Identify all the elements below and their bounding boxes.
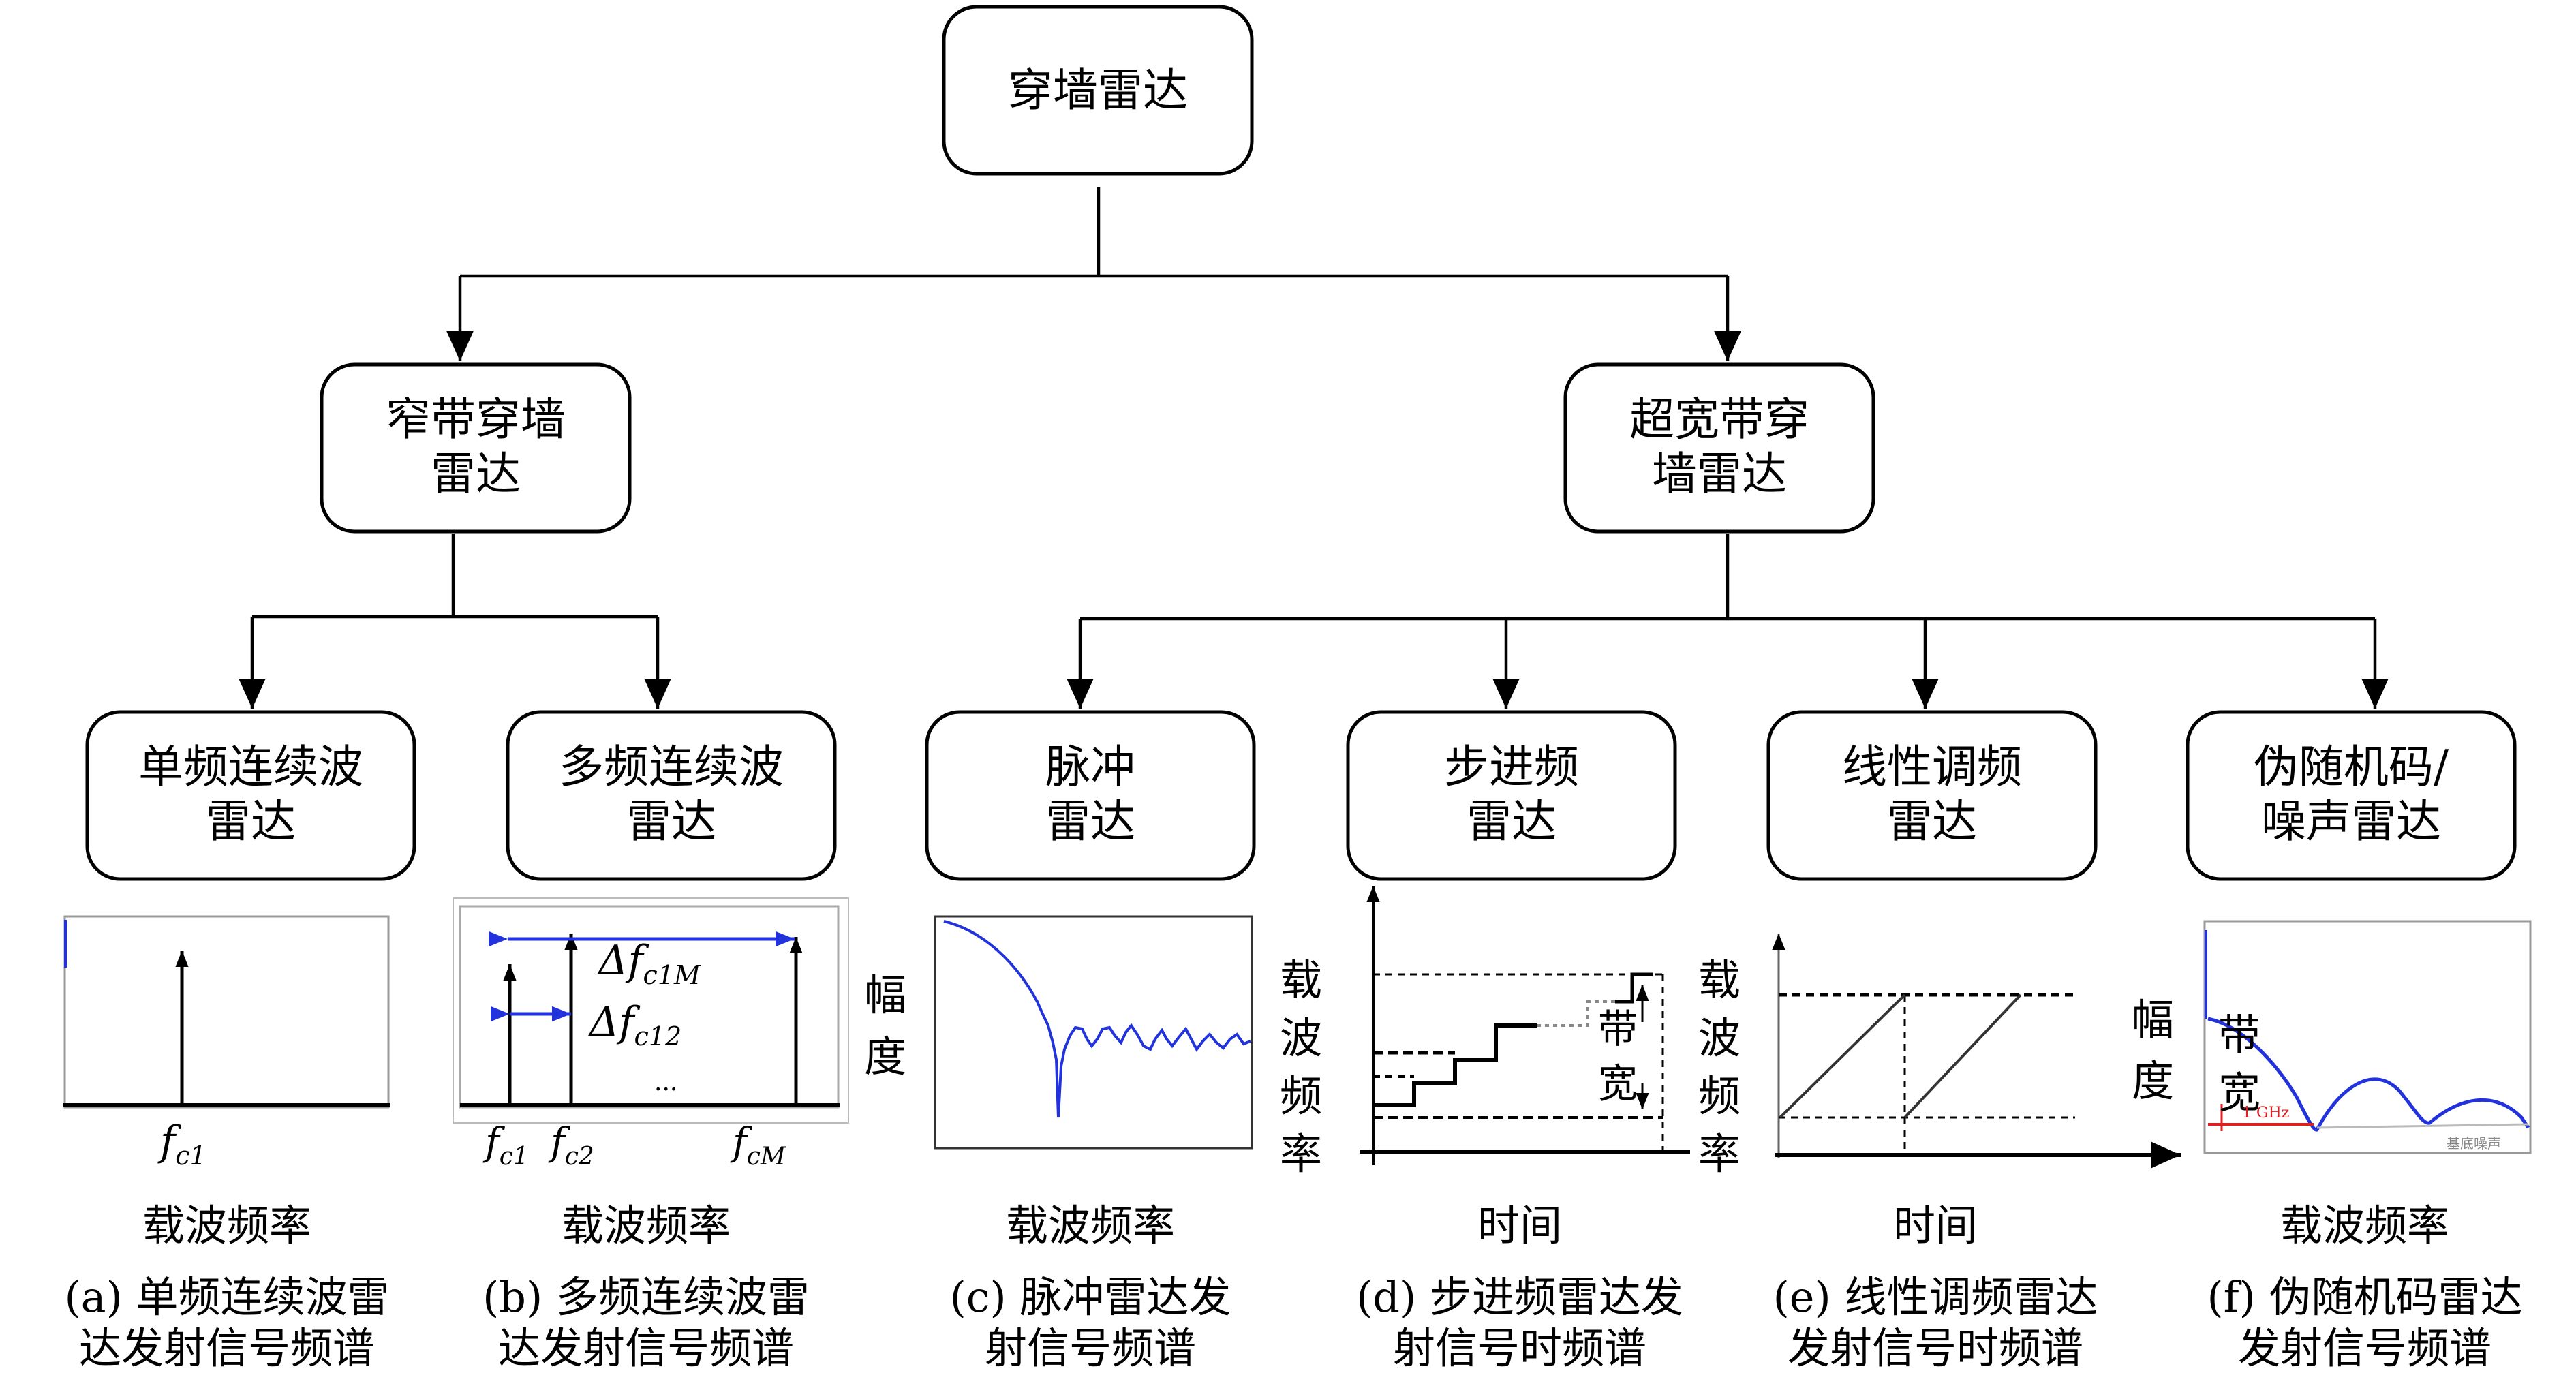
leaf-node-lfm: 线性调频 雷达	[1766, 710, 2098, 881]
narrowband-connector	[252, 534, 658, 619]
root-node: 穿墙雷达	[942, 5, 1254, 176]
plot-e: 载 波 频 率	[1698, 934, 2181, 1179]
plot-a-freq-label: fc1	[157, 1117, 206, 1171]
plot-f-bandwidth-2: 宽	[2218, 1068, 2260, 1117]
plot-e-ylabel-3: 频	[1698, 1071, 1741, 1121]
plot-a-frame	[63, 915, 390, 1109]
leaf-pulse-line1: 脉冲	[1045, 741, 1135, 793]
plot-d-staircase	[1373, 1023, 1537, 1107]
plot-f-small-label-1: 1 GHz	[2242, 1105, 2289, 1122]
root-connector	[460, 187, 1728, 278]
leaf-pn-line2: 噪声雷达	[2261, 795, 2441, 848]
leaf-stepped-line1: 步进频	[1444, 741, 1579, 793]
plot-f-spectrum-curve	[2207, 1017, 2530, 1132]
plot-b-delta-long-label: Δfc1M	[597, 937, 701, 990]
plot-d-ylabel-4: 率	[1280, 1129, 1322, 1179]
plot-f-small-label-2: 基底噪声	[2447, 1135, 2501, 1152]
mid-node-uwb-line1: 超宽带穿	[1629, 393, 1809, 446]
plot-e-ylabel-4: 率	[1698, 1129, 1741, 1179]
leaf-pulse-line2: 雷达	[1045, 795, 1135, 848]
plot-d-ylabel-3: 频	[1280, 1071, 1322, 1121]
leaf-node-pulse: 脉冲 雷达	[925, 710, 1256, 881]
uwb-connector	[1080, 534, 2375, 621]
caption-f-line2: 发射信号频谱	[2238, 1323, 2491, 1373]
tree-connectors	[239, 187, 2389, 709]
caption-f-line1: (f) 伪随机码雷达	[2207, 1272, 2522, 1322]
caption-e-line2: 发射信号时频谱	[1788, 1323, 2083, 1373]
plot-d-ylabel-2: 波	[1280, 1013, 1322, 1063]
plot-f-noise-floor	[2316, 1123, 2529, 1129]
mid-node-uwb-line2: 墙雷达	[1652, 448, 1787, 500]
plot-b: Δfc1M Δfc12 ... fc1 fc2 fcM	[453, 897, 849, 1171]
plot-e-ylabel-2: 波	[1698, 1013, 1741, 1063]
leaf-node-stepped: 步进频 雷达	[1346, 710, 1677, 881]
plot-d-bandwidth-2: 宽	[1598, 1060, 1638, 1107]
plot-f: 幅 度 带 宽 1 GHz 基底噪声	[2132, 920, 2532, 1154]
plot-b-freq-label-1: fc1	[482, 1120, 529, 1171]
plot-d-ylabel-1: 载	[1280, 955, 1322, 1005]
xlabel-f: 载波频率	[2280, 1201, 2449, 1250]
leaf-stepped-line2: 雷达	[1467, 795, 1557, 848]
xlabel-e: 时间	[1893, 1201, 1978, 1250]
leaf-multi-cw-line1: 多频连续波	[559, 741, 784, 793]
plot-f-bandwidth-1: 带	[2218, 1010, 2260, 1060]
plot-a: fc1	[63, 915, 390, 1171]
leaf-lfm-line2: 雷达	[1887, 795, 1977, 848]
plot-b-freq-label-m: fcM	[730, 1120, 786, 1171]
leaf-multi-cw-line2: 雷达	[626, 795, 716, 848]
plot-b-ellipsis: ...	[654, 1068, 677, 1096]
xlabel-a: 载波频率	[142, 1201, 311, 1250]
x-axis-labels: 载波频率 载波频率 载波频率 时间 时间 载波频率	[142, 1201, 2449, 1250]
caption-d-line2: 射信号时频谱	[1393, 1323, 1646, 1373]
caption-c-line2: 射信号频谱	[985, 1323, 1196, 1373]
plot-c-frame	[934, 915, 1253, 1150]
leaf-lfm-line1: 线性调频	[1842, 741, 2022, 793]
plot-d-staircase-end	[1615, 972, 1653, 1004]
mid-node-uwb: 超宽带穿 墙雷达	[1563, 362, 1875, 534]
plot-b-delta-short-label: Δfc12	[588, 998, 681, 1051]
plot-b-inner-frame	[459, 905, 840, 1109]
plot-e-ramp-2	[1903, 993, 2022, 1119]
leaf-single-cw-line2: 雷达	[206, 795, 296, 848]
caption-a-line1: (a) 单频连续波雷	[64, 1272, 389, 1322]
plot-c-ylabel-2: 度	[864, 1032, 906, 1081]
mid-node-narrowband-line1: 窄带穿墙	[386, 393, 566, 446]
plot-f-ylabel-1: 幅	[2132, 995, 2174, 1045]
plot-b-freq-label-2: fc2	[548, 1120, 594, 1171]
caption-b-line1: (b) 多频连续波雷	[482, 1272, 810, 1322]
caption-b-line2: 达发射信号频谱	[498, 1323, 794, 1373]
plot-f-ylabel-2: 度	[2132, 1056, 2174, 1106]
plot-b-frame	[453, 897, 849, 1124]
plot-c-ylabel-1: 幅	[864, 970, 906, 1020]
plot-e-ylabel-1: 载	[1698, 955, 1741, 1005]
mid-node-narrowband: 窄带穿墙 雷达	[320, 362, 632, 534]
root-label: 穿墙雷达	[1008, 64, 1188, 117]
leaf-node-single-cw: 单频连续波 雷达	[85, 710, 416, 881]
plot-c-spectrum-curve	[943, 920, 1251, 1118]
xlabel-c: 载波频率	[1006, 1201, 1175, 1250]
captions: (a) 单频连续波雷 达发射信号频谱 (b) 多频连续波雷 达发射信号频谱 (c…	[64, 1272, 2522, 1373]
caption-e-line1: (e) 线性调频雷达	[1773, 1272, 2098, 1322]
caption-a-line2: 达发射信号频谱	[79, 1323, 375, 1373]
xlabel-d: 时间	[1477, 1201, 1562, 1250]
mid-node-narrowband-line2: 雷达	[431, 448, 521, 500]
leaf-single-cw-line1: 单频连续波	[138, 741, 363, 793]
plot-c: 幅 度	[864, 915, 1253, 1150]
leaf-node-multi-cw: 多频连续波 雷达	[506, 710, 837, 881]
plot-f-frame	[2203, 920, 2532, 1154]
leaf-node-pn: 伪随机码/ 噪声雷达	[2186, 710, 2517, 881]
caption-c-line1: (c) 脉冲雷达发	[950, 1272, 1231, 1322]
plot-d: 载 波 频 率 带 宽	[1280, 886, 1690, 1179]
plot-d-bandwidth-1: 带	[1598, 1006, 1638, 1052]
xlabel-b: 载波频率	[562, 1201, 731, 1250]
leaf-pn-line1: 伪随机码/	[2254, 741, 2449, 793]
plot-d-staircase-tail	[1537, 1000, 1615, 1027]
caption-d-line1: (d) 步进频雷达发	[1356, 1272, 1683, 1322]
plot-e-ramp-1	[1779, 993, 1906, 1119]
